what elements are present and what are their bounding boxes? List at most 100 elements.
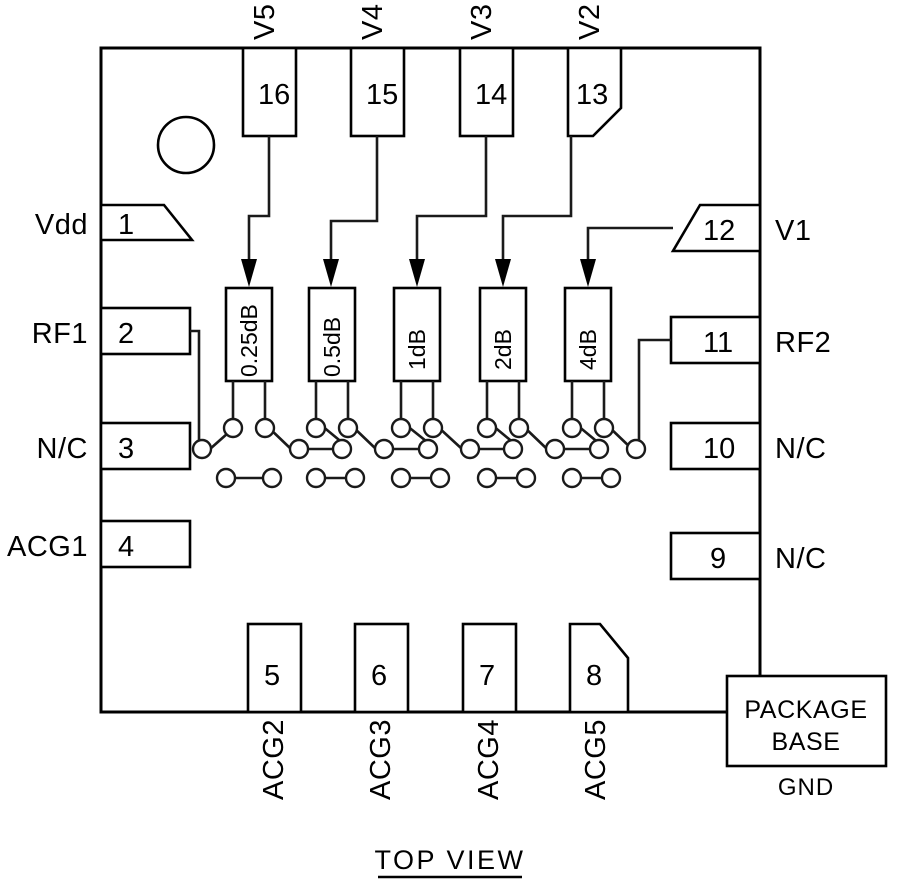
attenuator-label-2dB: 2dB: [490, 329, 516, 370]
bypass-node-4R[interactable]: [515, 467, 537, 489]
pole-node-4R[interactable]: [544, 438, 566, 460]
pin-pad-7[interactable]: [461, 622, 518, 714]
pin-label-ACG4: ACG4: [473, 719, 505, 800]
throw-node-5L[interactable]: [561, 417, 583, 439]
pin-label-V1: V1: [775, 215, 811, 247]
pin-number-16: 16: [258, 79, 290, 111]
pin-pad-11[interactable]: [669, 315, 762, 365]
bottom-pin-numbers: 5 6 7 8: [264, 660, 602, 692]
attenuator-value-labels: 0.25dB 0.5dB 1dB 2dB 4dB: [236, 304, 601, 377]
attenuator-label-0.5dB: 0.5dB: [319, 317, 345, 377]
bypass-node-1L[interactable]: [215, 467, 237, 489]
pole-node-3L[interactable]: [417, 438, 439, 460]
pin-label-ACG3: ACG3: [365, 719, 397, 800]
bypass-node-2R[interactable]: [344, 467, 366, 489]
throw-node-1R[interactable]: [254, 417, 276, 439]
top-pin-labels: V5 V4 V3 V2: [249, 4, 606, 40]
pole-node-5L[interactable]: [588, 438, 610, 460]
attenuator-block-0.25dB[interactable]: [224, 286, 274, 383]
throw-node-2R[interactable]: [337, 417, 359, 439]
pin-pad-13[interactable]: [566, 46, 623, 138]
throw-node-3R[interactable]: [422, 417, 444, 439]
pin-label-RF2: RF2: [775, 327, 831, 359]
bypass-node-5L[interactable]: [561, 467, 583, 489]
pin-pad-6[interactable]: [353, 622, 410, 714]
left-pin-labels: Vdd RF1 N/C ACG1: [7, 209, 88, 563]
pin-number-7: 7: [479, 660, 495, 692]
pin-pad-1[interactable]: [99, 203, 195, 242]
control-arrow-V3: [409, 259, 425, 287]
pin-number-12: 12: [703, 215, 735, 247]
pin-number-15: 15: [366, 79, 398, 111]
pin-label-NC-3: N/C: [37, 433, 88, 465]
top-view-caption: TOP VIEW: [374, 845, 525, 875]
bypass-node-4L[interactable]: [476, 467, 498, 489]
pin-pad-8[interactable]: [568, 622, 630, 714]
throw-node-4R[interactable]: [508, 417, 530, 439]
pin-pad-5[interactable]: [246, 622, 303, 714]
bypass-node-3R[interactable]: [429, 467, 451, 489]
pin-pad-16[interactable]: [241, 46, 298, 138]
left-pin-pads: [99, 203, 195, 569]
attenuator-block-2dB[interactable]: [478, 286, 528, 383]
pole-node-4L[interactable]: [502, 438, 524, 460]
switch-throw-nodes-upper: [222, 417, 615, 439]
pin-label-ACG5: ACG5: [580, 719, 612, 800]
control-arrow-V5: [241, 259, 257, 287]
bypass-node-5R[interactable]: [600, 467, 622, 489]
throw-node-4L[interactable]: [476, 417, 498, 439]
pin-label-NC-10: N/C: [775, 433, 826, 465]
pin-pad-2[interactable]: [99, 306, 192, 356]
pole-node-2R[interactable]: [373, 438, 395, 460]
top-pin-numbers: 16 15 14 13: [258, 79, 608, 111]
pin-pad-12[interactable]: [670, 203, 762, 253]
pin-number-9: 9: [710, 543, 726, 575]
pin-number-4: 4: [118, 531, 134, 563]
bypass-node-2L[interactable]: [305, 467, 327, 489]
control-arrow-V4: [323, 259, 339, 287]
pole-node-1L[interactable]: [191, 438, 213, 460]
pin-pad-4[interactable]: [99, 519, 192, 569]
package-base-box[interactable]: [725, 674, 888, 768]
attenuator-block-4dB[interactable]: [563, 286, 613, 383]
pole-node-2L[interactable]: [331, 438, 353, 460]
rf1-feed-wire: [190, 329, 201, 449]
attenuator-block-0.5dB[interactable]: [307, 286, 357, 383]
pin-number-13: 13: [576, 79, 608, 111]
switch-pole-nodes: [191, 438, 647, 460]
bottom-pin-labels: ACG2 ACG3 ACG4 ACG5: [258, 719, 612, 800]
pole-node-1R[interactable]: [288, 438, 310, 460]
attenuator-block-1dB[interactable]: [392, 286, 442, 383]
pin-pad-9[interactable]: [669, 531, 762, 581]
pin-number-11: 11: [703, 327, 733, 359]
bypass-node-3L[interactable]: [390, 467, 412, 489]
throw-node-1L[interactable]: [222, 417, 244, 439]
attenuator-terminal-drops: [231, 381, 606, 420]
throw-node-3L[interactable]: [390, 417, 412, 439]
pin-pad-14[interactable]: [458, 46, 515, 138]
pin-number-6: 6: [371, 660, 387, 692]
pole-node-3R[interactable]: [459, 438, 481, 460]
right-pin-labels: V1 RF2 N/C N/C: [775, 215, 831, 575]
attenuator-blocks: [224, 286, 613, 383]
pin-label-V4: V4: [357, 4, 389, 40]
control-arrow-V2: [495, 259, 511, 287]
pin-number-14: 14: [475, 79, 507, 111]
pin-pad-3[interactable]: [99, 421, 192, 471]
pin-label-V3: V3: [466, 4, 498, 40]
throw-node-2L[interactable]: [305, 417, 327, 439]
rf2-feed-wire: [637, 338, 671, 449]
bypass-node-1R[interactable]: [261, 467, 283, 489]
pin-number-3: 3: [118, 433, 134, 465]
throw-node-5R[interactable]: [593, 417, 615, 439]
control-wire-V3: [415, 136, 488, 265]
pin-number-8: 8: [586, 660, 602, 692]
pin-number-10: 10: [703, 433, 735, 465]
pole-node-5R[interactable]: [625, 438, 647, 460]
right-pin-numbers: 12 11 10 9: [703, 215, 735, 575]
attenuator-label-0.25dB: 0.25dB: [236, 304, 262, 377]
pin-label-V2: V2: [574, 4, 606, 40]
pin-pad-10[interactable]: [669, 421, 762, 471]
